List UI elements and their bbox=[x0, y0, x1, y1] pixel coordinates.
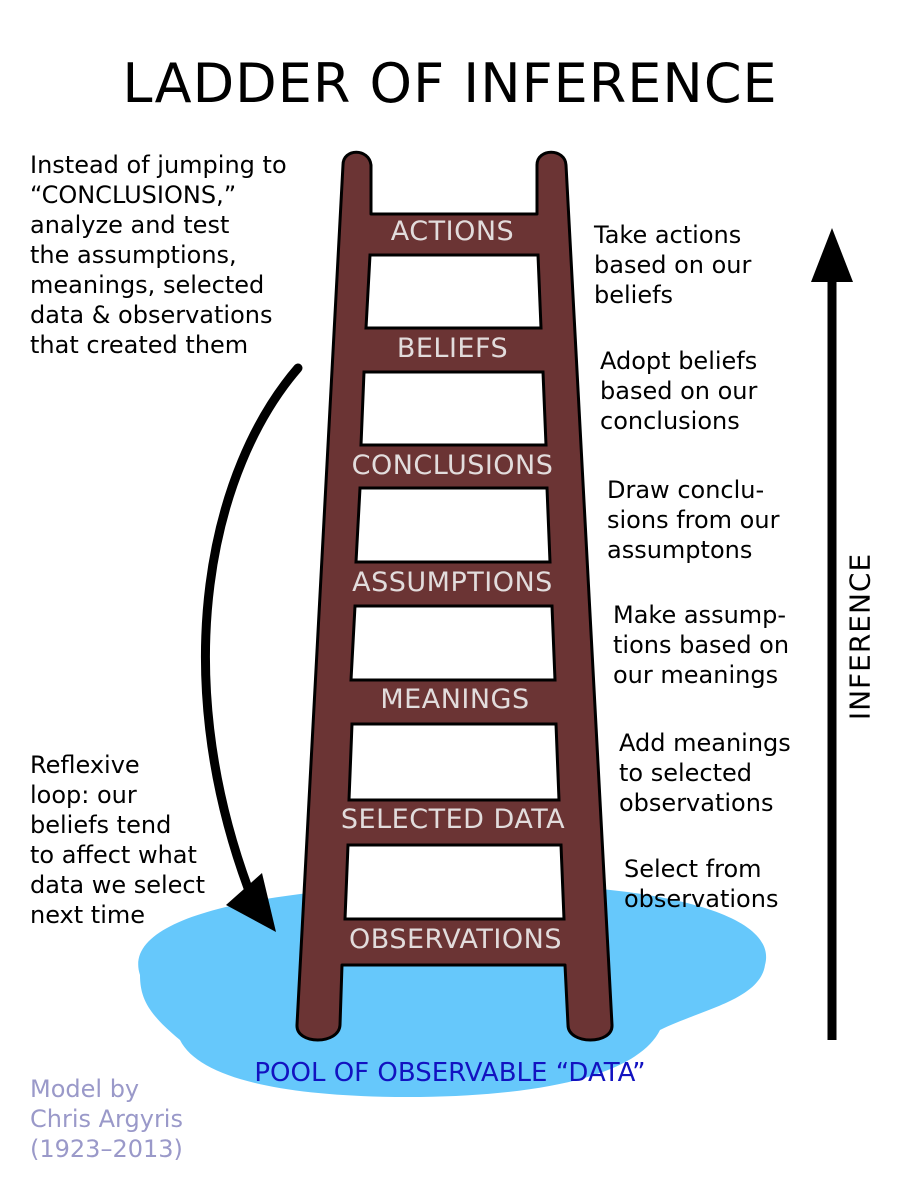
pool-shape bbox=[138, 883, 767, 1098]
step-description-beliefs: Adopt beliefs based on our conclusions bbox=[600, 347, 758, 435]
diagram-title: LADDER OF INFERENCE bbox=[122, 52, 778, 115]
inference-label: INFERENCE bbox=[843, 552, 877, 721]
ladder-gap bbox=[354, 486, 552, 564]
reflexive-loop-note: Reflexive loop: our beliefs tend to affe… bbox=[30, 751, 206, 929]
step-description-selected-data: Select from observations bbox=[624, 855, 779, 913]
ladder-gaps bbox=[343, 253, 566, 921]
ladder-gap bbox=[359, 370, 548, 447]
rung-label-conclusions: CONCLUSIONS bbox=[351, 450, 554, 481]
ladder-gap bbox=[343, 843, 566, 921]
step-description-conclusions: Draw conclu- sions from our assumptons bbox=[607, 476, 780, 564]
ladder-gap bbox=[349, 604, 557, 682]
reflexive-loop-arrow bbox=[200, 363, 303, 893]
ladder-gap bbox=[347, 722, 561, 802]
step-description-assumptions: Make assump- tions based on our meanings bbox=[613, 601, 790, 689]
rung-label-beliefs: BELIEFS bbox=[396, 333, 509, 364]
step-description-actions: Take actions based on our beliefs bbox=[594, 221, 752, 309]
rung-label-meanings: MEANINGS bbox=[380, 684, 530, 715]
ladder-gap bbox=[364, 253, 543, 330]
rung-label-assumptions: ASSUMPTIONS bbox=[352, 567, 553, 598]
pool-label: POOL OF OBSERVABLE “DATA” bbox=[254, 1058, 646, 1088]
rung-label-selected-data: SELECTED DATA bbox=[340, 804, 566, 835]
credit-note: Model by Chris Argyris (1923–2013) bbox=[30, 1075, 183, 1163]
rung-label-actions: ACTIONS bbox=[390, 216, 515, 247]
reflexive-loop-arrowhead bbox=[226, 873, 276, 932]
inference-arrowhead bbox=[811, 228, 853, 282]
rung-label-observations: OBSERVATIONS bbox=[349, 924, 562, 955]
step-description-meanings: Add meanings to selected observations bbox=[619, 729, 791, 817]
intro-note: Instead of jumping to “CONCLUSIONS,” ana… bbox=[30, 151, 287, 359]
